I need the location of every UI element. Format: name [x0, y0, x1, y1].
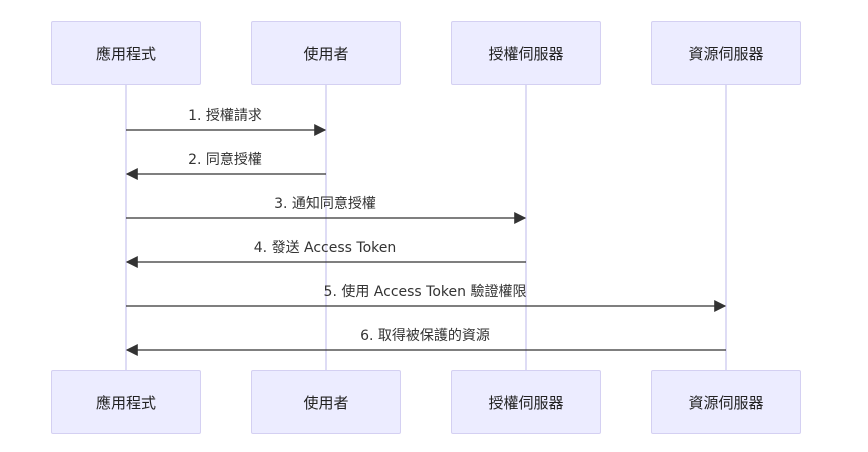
actor-top-res: 資源伺服器	[651, 21, 801, 85]
actor-top-app-label: 應用程式	[95, 44, 156, 63]
message-label-1: 1. 授權請求	[188, 108, 262, 124]
actor-bottom-user-label: 使用者	[303, 393, 349, 412]
actor-bottom-app-label: 應用程式	[95, 393, 156, 412]
message-label-3: 3. 通知同意授權	[274, 196, 376, 212]
message-label-6: 6. 取得被保護的資源	[360, 328, 490, 344]
actor-bottom-app: 應用程式	[51, 370, 201, 434]
message-label-2: 2. 同意授權	[188, 152, 262, 168]
actor-top-res-label: 資源伺服器	[688, 44, 764, 63]
actor-bottom-auth: 授權伺服器	[451, 370, 601, 434]
message-label-5: 5. 使用 Access Token 驗證權限	[323, 284, 527, 300]
actor-top-user: 使用者	[251, 21, 401, 85]
actor-top-auth: 授權伺服器	[451, 21, 601, 85]
actor-bottom-user: 使用者	[251, 370, 401, 434]
actor-bottom-auth-label: 授權伺服器	[488, 393, 564, 412]
actor-top-auth-label: 授權伺服器	[488, 44, 564, 63]
actor-bottom-res-label: 資源伺服器	[688, 393, 764, 412]
actor-top-user-label: 使用者	[303, 44, 349, 63]
actor-bottom-res: 資源伺服器	[651, 370, 801, 434]
actor-top-app: 應用程式	[51, 21, 201, 85]
message-label-4: 4. 發送 Access Token	[253, 240, 397, 256]
